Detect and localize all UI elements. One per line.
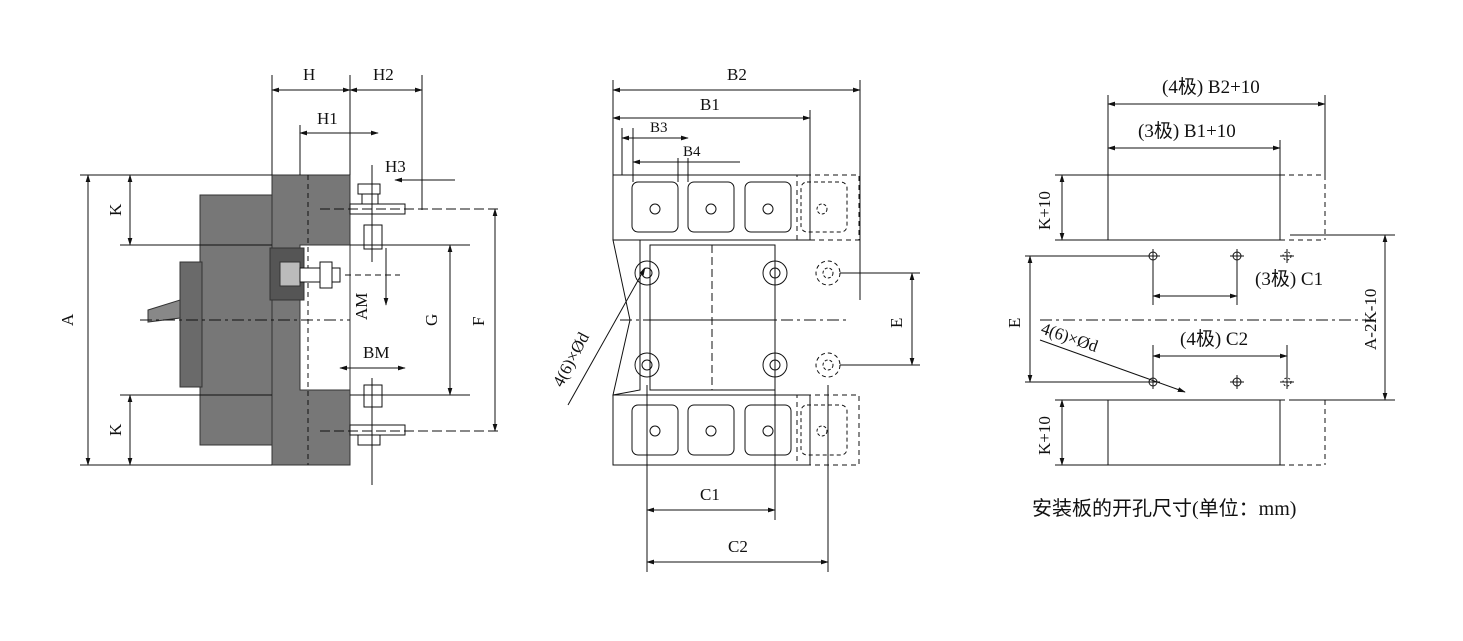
label-C2: C2 bbox=[728, 537, 748, 556]
label-H3: H3 bbox=[385, 157, 406, 176]
cutout-caption: 安装板的开孔尺寸(单位：mm) bbox=[1032, 497, 1296, 520]
cut-hole-leader bbox=[1039, 339, 1186, 393]
label-H1: H1 bbox=[317, 109, 338, 128]
label-B3: B3 bbox=[650, 120, 668, 136]
label-K-bottom: K bbox=[106, 423, 125, 436]
front-view bbox=[567, 80, 920, 572]
label-H2: H2 bbox=[373, 65, 394, 84]
label-holes: 4(6)×Ød bbox=[549, 329, 594, 390]
terminal-mid bbox=[299, 261, 400, 289]
label-B2: B2 bbox=[727, 65, 747, 84]
label-A2K10: A-2K-10 bbox=[1361, 289, 1380, 350]
label-K-top: K bbox=[106, 203, 125, 216]
label-B1: B1 bbox=[700, 95, 720, 114]
breaker-body bbox=[147, 174, 351, 466]
label-BM: BM bbox=[363, 343, 389, 362]
label-H: H bbox=[303, 65, 315, 84]
label-C1: C1 bbox=[700, 485, 720, 504]
cutout-view-labels: (4极) B2+10 (3极) B1+10 K+10 K+10 E A-2K-1… bbox=[1005, 76, 1380, 520]
label-B4: B4 bbox=[683, 144, 701, 160]
cutout-view bbox=[1025, 95, 1395, 466]
cutout-holes bbox=[1146, 249, 1294, 389]
label-AM: AM bbox=[352, 293, 371, 320]
label-E: E bbox=[887, 318, 906, 328]
side-view-labels: H H2 H1 H3 A K K AM G F BM bbox=[58, 65, 488, 436]
label-B1-10: (3极) B1+10 bbox=[1138, 120, 1236, 142]
label-E-cut: E bbox=[1005, 318, 1024, 328]
front-view-labels: B2 B1 B3 B4 C1 C2 E 4(6)×Ød bbox=[549, 65, 906, 556]
label-B2-10: (4极) B2+10 bbox=[1162, 76, 1260, 98]
label-G: G bbox=[422, 314, 441, 326]
label-K10-bottom: K+10 bbox=[1035, 416, 1054, 455]
label-A: A bbox=[58, 313, 77, 326]
side-view bbox=[80, 75, 500, 485]
front-terminals bbox=[631, 181, 848, 456]
mounting-holes bbox=[634, 260, 841, 378]
label-C1-cut: (3极) C1 bbox=[1255, 268, 1323, 290]
hole-leader bbox=[567, 267, 646, 406]
label-F: F bbox=[469, 317, 488, 326]
label-C2-cut: (4极) C2 bbox=[1180, 328, 1248, 350]
terminal-bottom bbox=[349, 378, 406, 485]
label-K10-top: K+10 bbox=[1035, 191, 1054, 230]
